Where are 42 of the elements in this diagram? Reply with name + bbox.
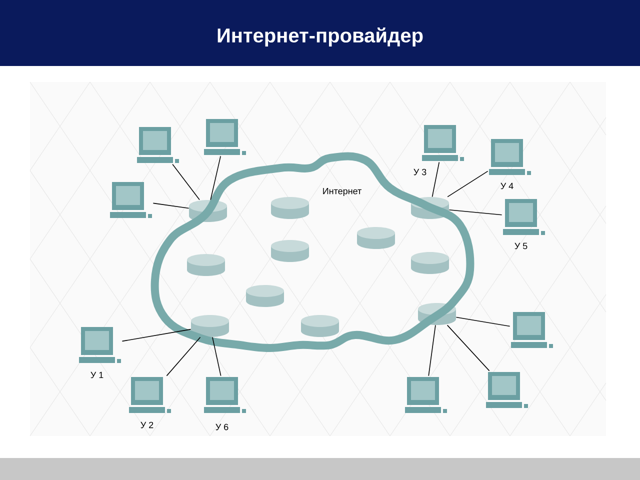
- device-label: У 4: [500, 182, 514, 190]
- connection-line: [122, 328, 192, 342]
- computer: [486, 372, 528, 408]
- connection-line: [456, 316, 510, 327]
- connection-line: [428, 324, 436, 376]
- connection-line: [432, 162, 440, 198]
- router: [271, 197, 309, 219]
- title: Интернет-провайдер: [218, 27, 423, 47]
- connection-line: [172, 164, 200, 200]
- router: [411, 252, 449, 274]
- device-label: У 1: [90, 372, 104, 378]
- router: [189, 200, 227, 222]
- computer: [511, 312, 553, 348]
- router: [191, 315, 229, 337]
- connection-line: [210, 156, 221, 200]
- computer: [405, 377, 447, 413]
- router: [187, 254, 225, 276]
- computer: [137, 127, 179, 163]
- computer: [204, 119, 246, 155]
- computer: [204, 377, 246, 413]
- computer: [422, 125, 464, 161]
- connection-line: [212, 336, 222, 376]
- device-label: У 5: [514, 242, 528, 250]
- connection-line: [166, 336, 201, 376]
- computer: [79, 327, 121, 363]
- computer: [129, 377, 171, 413]
- computer: [503, 199, 545, 235]
- device-label: У 6: [216, 424, 228, 430]
- router: [357, 227, 395, 249]
- router: [411, 197, 449, 219]
- connection-line: [152, 202, 190, 209]
- router: [246, 285, 284, 307]
- router: [418, 303, 456, 325]
- connection-line: [446, 324, 490, 372]
- device-label: У 3: [414, 168, 426, 176]
- router: [271, 240, 309, 262]
- connection-line: [448, 209, 502, 216]
- computer: [489, 139, 531, 175]
- connection-line: [447, 170, 488, 198]
- computer: [110, 182, 152, 218]
- router: [301, 315, 339, 337]
- device-label: У 2: [140, 422, 154, 428]
